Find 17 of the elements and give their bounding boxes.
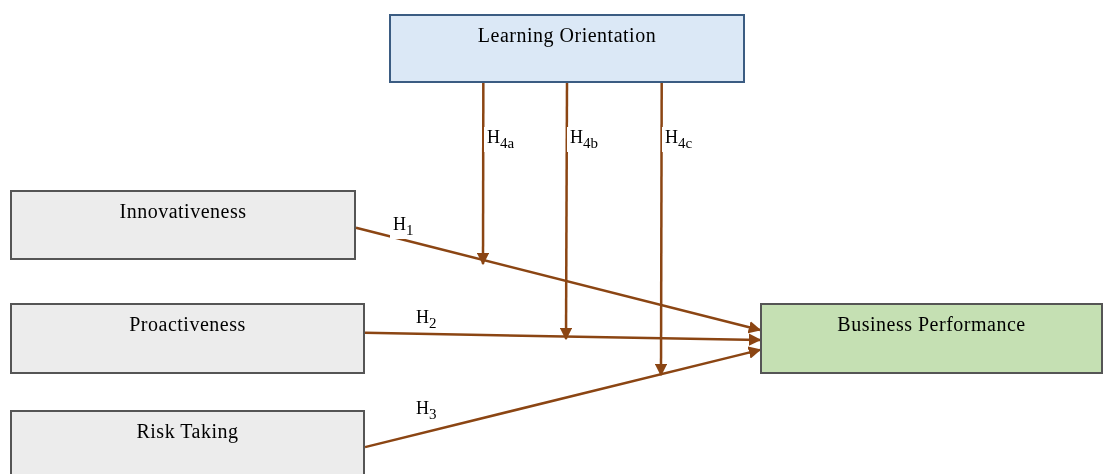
concept-box (760, 303, 1103, 374)
arrow (364, 331, 762, 346)
arrow (476, 83, 490, 266)
edge-label: H$_{4b}$ (567, 127, 601, 152)
node-label: Risk Taking (135, 419, 240, 443)
concept-box (389, 14, 745, 83)
arrow (355, 226, 762, 334)
arrow (654, 83, 668, 377)
node-label: Business Performance (836, 312, 1027, 336)
concept-box (10, 303, 365, 374)
concept-box (10, 410, 365, 474)
node-label: Learning Orientation (476, 23, 658, 47)
node-label: Innovativeness (118, 199, 248, 223)
concept-box (10, 190, 356, 260)
arrow (364, 346, 762, 449)
node-label: Proactiveness (128, 312, 247, 336)
arrow (559, 83, 573, 341)
